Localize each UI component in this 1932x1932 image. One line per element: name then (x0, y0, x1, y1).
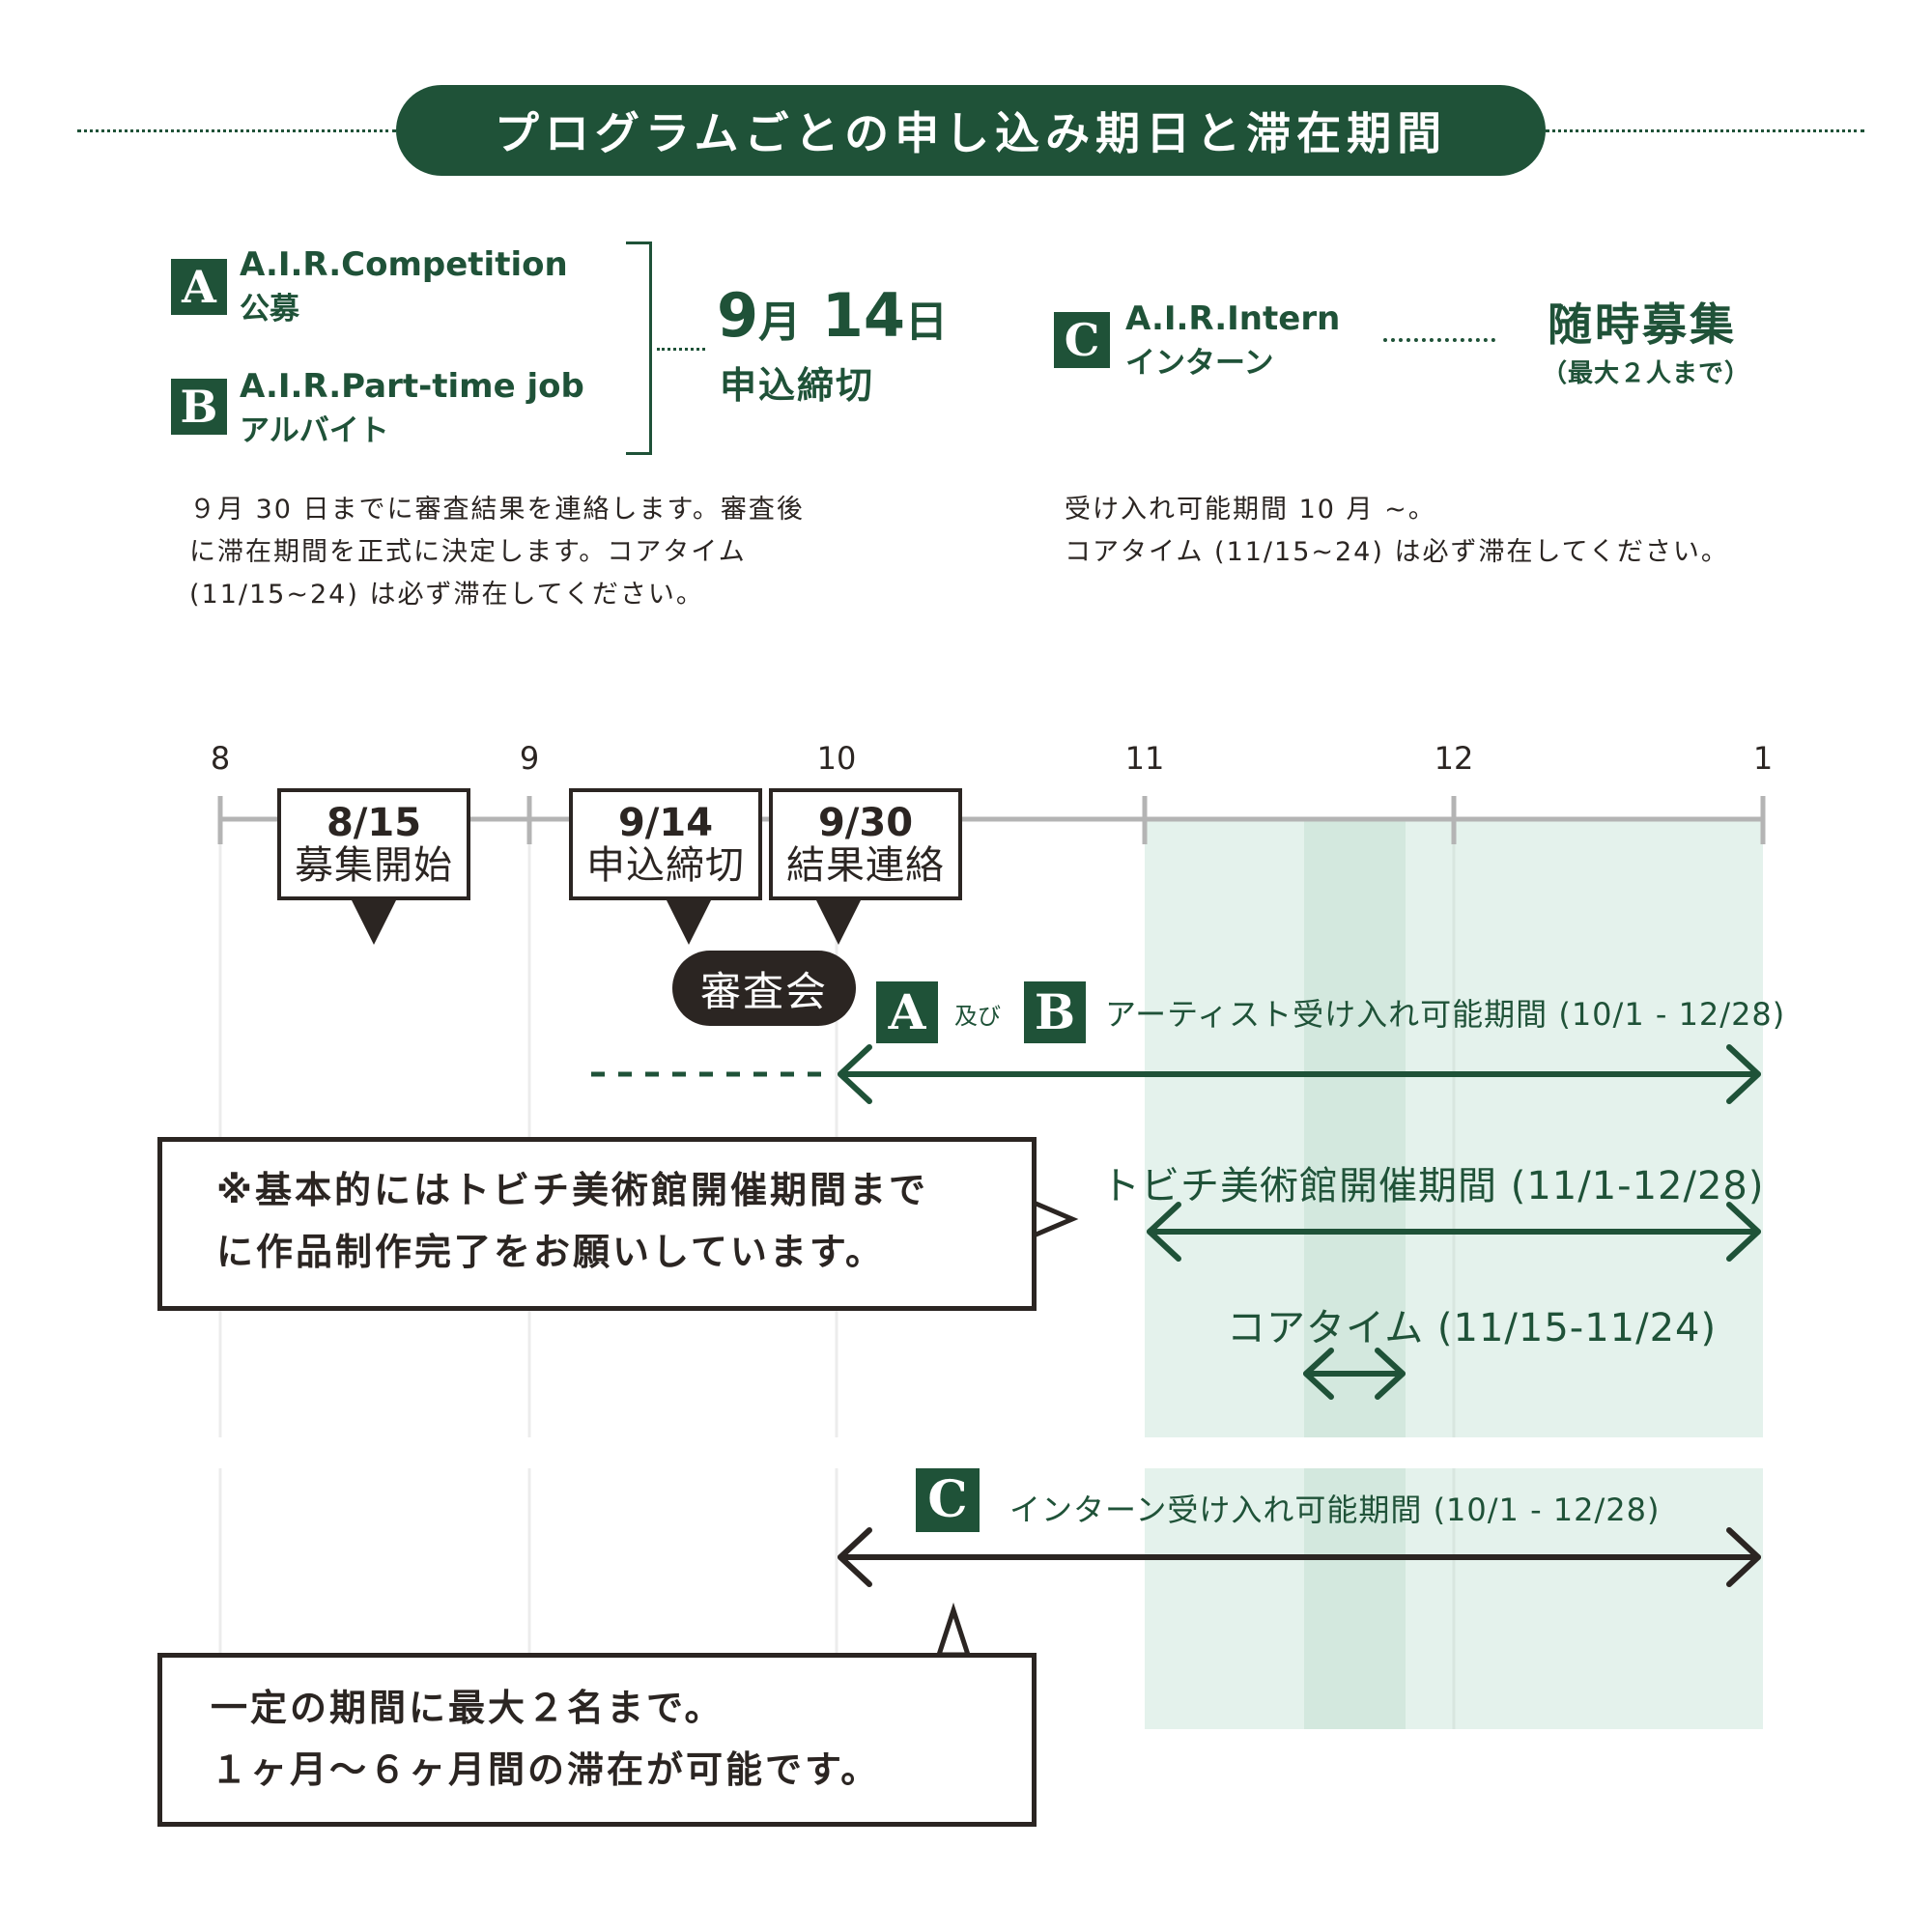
ab-period-label: アーティスト受け入れ可能期間 (10/1 - 12/28) (1105, 996, 1786, 1033)
callout-label: 募集開始 (295, 843, 453, 888)
c-period-arrow (838, 1527, 1761, 1587)
callout-pointer-8-15 (350, 896, 398, 945)
ab-bracket-dots (657, 348, 705, 351)
callout-label: 結果連絡 (786, 843, 945, 888)
ab-period-badge-a: A (876, 981, 938, 1043)
ab-deadline-date: 9月 14日 (717, 280, 948, 351)
program-b-badge: B (171, 379, 227, 435)
c-recruit-main: 随時募集 (1548, 298, 1737, 351)
ab-and-label: 及び (954, 1003, 1001, 1030)
deadline-month: 9 (717, 280, 759, 351)
month-label-8: 8 (210, 740, 231, 777)
program-c-name: A.I.R.Intern (1125, 299, 1341, 338)
c-period-badge: C (916, 1468, 980, 1532)
callout-date: 8/15 (326, 801, 422, 845)
core-time-label: コアタイム (11/15-11/24) (1227, 1306, 1718, 1350)
callout-date: 9/30 (817, 801, 914, 845)
museum-period-arrow (1147, 1202, 1761, 1262)
core-time-shade-lower (1304, 1468, 1406, 1729)
program-b-name-jp: アルバイト (240, 413, 389, 448)
month-gridlines (218, 819, 1456, 1729)
month-label-1: 1 (1752, 740, 1774, 777)
callout-recruit-start: 8/15 募集開始 (277, 788, 470, 900)
note-c-text: 一定の期間に最大２名まで。 １ヶ月～６ヶ月間の滞在が可能です。 (211, 1687, 881, 1791)
program-c-name-jp: インターン (1125, 346, 1274, 381)
note-ab-text: ※基本的にはトビチ美術館開催期間まで に作品制作完了をお願いしています。 (216, 1169, 928, 1273)
program-a-name: A.I.R.Competition (240, 245, 568, 284)
museum-period-label: トビチ美術館開催期間 (11/1-12/28) (1101, 1164, 1765, 1208)
month-label-12: 12 (1434, 740, 1474, 777)
callout-date: 9/14 (617, 801, 714, 845)
core-time-arrow (1303, 1348, 1406, 1400)
callout-pointer-9-30 (814, 896, 863, 945)
program-c-dots (1383, 338, 1495, 342)
note-c: 受け入れ可能期間 10 月 ~。 コアタイム (11/15~24) は必ず滞在し… (1065, 495, 1729, 567)
page-title: プログラムごとの申し込み期日と滞在期間 (396, 85, 1546, 176)
ab-deadline-label: 申込締切 (720, 364, 875, 407)
note-ab: ９月 30 日までに審査結果を連絡します。審査後 に滞在期間を正式に決定します。… (189, 495, 805, 610)
review-meeting-label: 審査会 (672, 951, 856, 1026)
note-ab-box: ※基本的にはトビチ美術館開催期間まで に作品制作完了をお願いしています。 (157, 1137, 1037, 1311)
deadline-day: 14 (821, 280, 906, 351)
deadline-month-unit: 月 (758, 298, 802, 347)
program-a-name-jp: 公募 (240, 292, 299, 327)
core-time-shade-upper (1304, 819, 1406, 1437)
note-c-tail (935, 1602, 972, 1658)
ab-period-badge-b: B (1024, 981, 1086, 1043)
callout-label: 申込締切 (586, 843, 745, 888)
callout-apply-deadline: 9/14 申込締切 (569, 788, 762, 900)
title-dotted-line-right (1546, 129, 1864, 132)
program-b-name: A.I.R.Part-time job (240, 367, 584, 406)
ab-period-arrow (838, 1044, 1761, 1104)
callout-result-notice: 9/30 結果連絡 (769, 788, 962, 900)
callout-pointer-9-14 (665, 896, 713, 945)
c-recruit-sub: （最大２人まで） (1542, 359, 1751, 388)
program-c-badge: C (1054, 312, 1110, 368)
note-c-box: 一定の期間に最大２名まで。 １ヶ月～６ヶ月間の滞在が可能です。 (157, 1653, 1037, 1827)
ab-bracket (626, 242, 652, 455)
month-label-11: 11 (1124, 740, 1165, 777)
c-period-label: インターン受け入れ可能期間 (10/1 - 12/28) (1009, 1492, 1661, 1528)
title-dotted-line-left (77, 129, 396, 132)
deadline-day-unit: 日 (905, 298, 949, 347)
month-label-9: 9 (519, 740, 540, 777)
month-label-10: 10 (816, 740, 857, 777)
program-a-badge: A (171, 259, 227, 315)
